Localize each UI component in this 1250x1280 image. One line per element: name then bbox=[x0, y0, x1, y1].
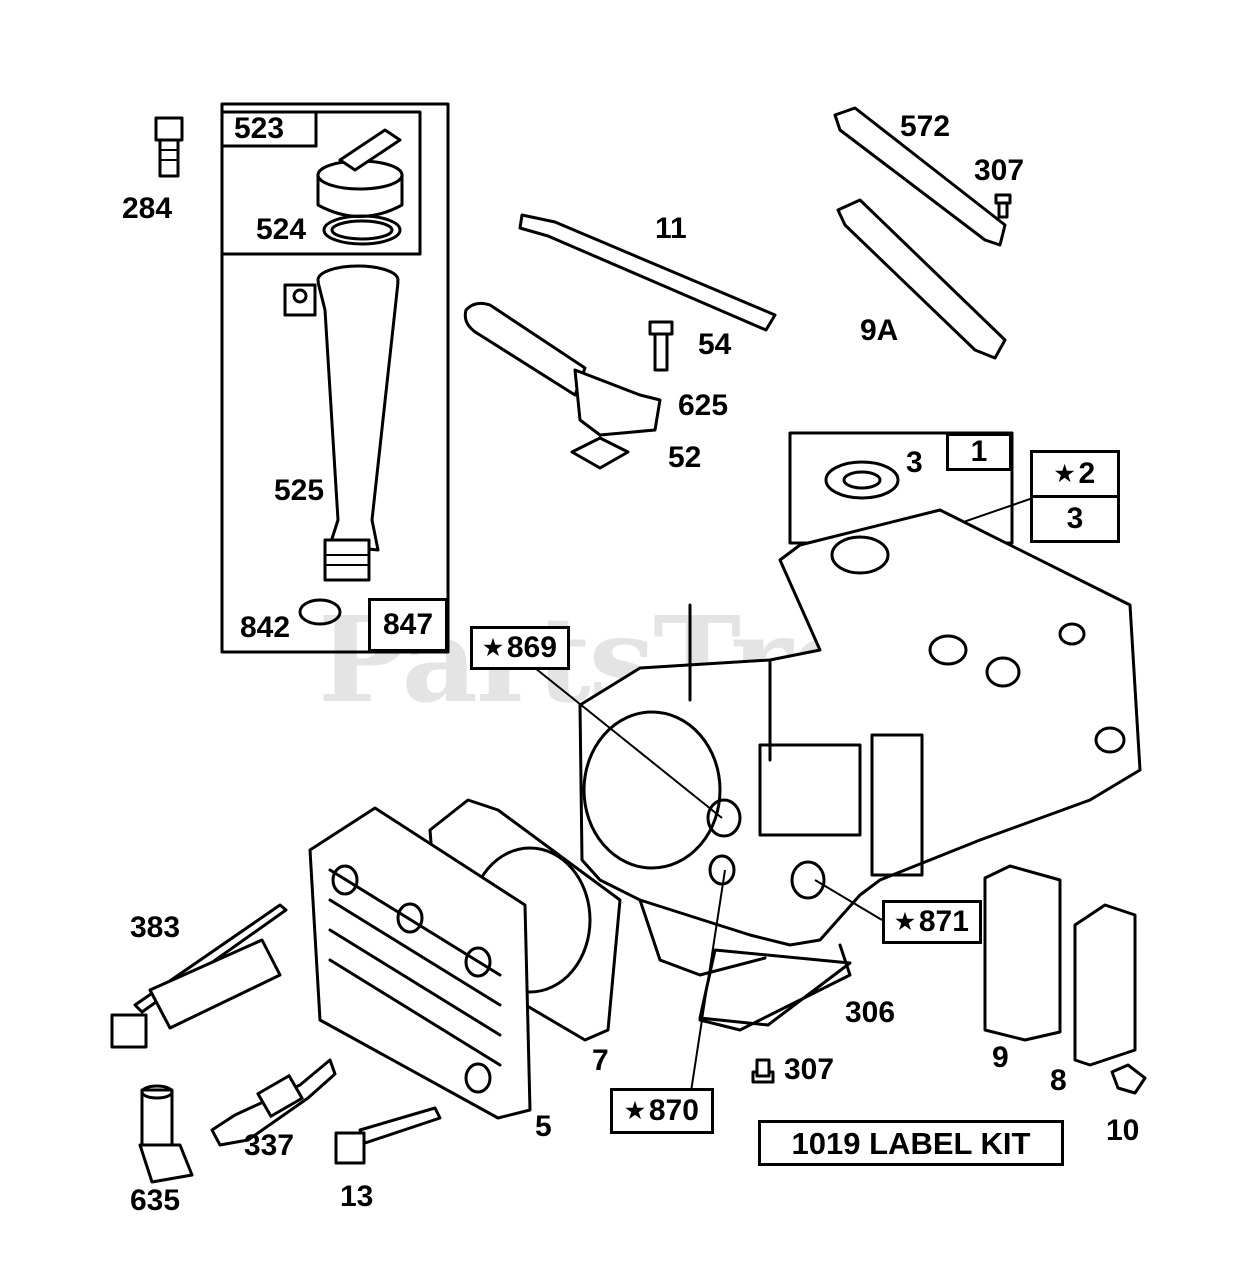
part-box-870-number: 870 bbox=[648, 1094, 699, 1127]
gasket-9a-drawing bbox=[836, 198, 1007, 360]
part-label-11: 11 bbox=[655, 212, 687, 245]
bolt-284-drawing bbox=[154, 116, 184, 178]
o-ring-842-drawing bbox=[298, 598, 342, 626]
seal-3-drawing bbox=[824, 460, 900, 500]
breather-tube-11-drawing bbox=[518, 213, 777, 332]
part-label-525: 525 bbox=[274, 474, 325, 507]
part-label-307-top: 307 bbox=[974, 154, 1025, 187]
part-label-307-bottom: 307 bbox=[784, 1053, 835, 1086]
part-label-10: 10 bbox=[1106, 1114, 1140, 1147]
part-label-306: 306 bbox=[845, 996, 896, 1029]
part-label-383: 383 bbox=[130, 911, 181, 944]
part-label-9a: 9A bbox=[860, 314, 899, 347]
part-label-3-seal: 3 bbox=[906, 446, 923, 479]
part-label-7: 7 bbox=[592, 1044, 609, 1077]
part-label-842: 842 bbox=[240, 611, 291, 644]
gasket-9-drawing bbox=[983, 864, 1062, 1042]
part-label-54: 54 bbox=[698, 328, 732, 361]
part-box-1: 1 bbox=[946, 433, 1012, 471]
part-box-2: ★2 bbox=[1030, 450, 1120, 498]
cover-8-drawing bbox=[1073, 903, 1137, 1067]
part-label-8: 8 bbox=[1050, 1064, 1067, 1097]
screw-54-drawing bbox=[648, 320, 674, 372]
part-box-3: 3 bbox=[1030, 495, 1120, 543]
cylinder-head-5-drawing bbox=[308, 806, 532, 1120]
star-icon: ★ bbox=[483, 635, 503, 660]
part-label-5: 5 bbox=[535, 1110, 552, 1143]
plug-10-drawing bbox=[1110, 1063, 1147, 1095]
star-icon: ★ bbox=[625, 1098, 645, 1123]
dipstick-kit-frame bbox=[220, 102, 450, 654]
part-box-870: ★870 bbox=[610, 1088, 714, 1134]
star-icon: ★ bbox=[895, 909, 915, 934]
label-kit-box: 1019 LABEL KIT bbox=[758, 1120, 1064, 1166]
spark-plug-337-drawing bbox=[210, 1058, 337, 1147]
screw-307a-drawing bbox=[994, 193, 1012, 219]
part-label-625: 625 bbox=[678, 389, 729, 422]
part-label-523: 523 bbox=[234, 112, 285, 145]
part-label-9: 9 bbox=[992, 1041, 1009, 1074]
cylinder-block-drawing bbox=[578, 508, 1142, 1032]
part-label-52: 52 bbox=[668, 441, 702, 474]
governor-shaft-383-drawing bbox=[110, 903, 288, 1049]
screw-307b-drawing bbox=[751, 1058, 775, 1084]
cap-kit-frame bbox=[220, 110, 422, 256]
part-label-524: 524 bbox=[256, 213, 307, 246]
oil-cap-523-drawing bbox=[316, 128, 404, 218]
bolt-13-drawing bbox=[334, 1106, 442, 1165]
gasket-52-drawing bbox=[570, 436, 630, 470]
part-box-869: ★869 bbox=[470, 626, 570, 670]
o-ring-524-drawing bbox=[322, 214, 402, 246]
part-box-869-number: 869 bbox=[506, 631, 557, 664]
cover-572-drawing bbox=[833, 106, 1007, 247]
star-icon: ★ bbox=[1054, 461, 1075, 486]
dipstick-tube-525-drawing bbox=[283, 264, 400, 582]
part-box-847: 847 bbox=[368, 598, 448, 652]
part-box-871-number: 871 bbox=[918, 905, 969, 938]
fitting-635-drawing bbox=[138, 1084, 194, 1184]
gasket-306-drawing bbox=[698, 948, 852, 1027]
part-label-337: 337 bbox=[244, 1129, 295, 1162]
part-label-635: 635 bbox=[130, 1184, 181, 1217]
breather-625-drawing bbox=[463, 301, 662, 437]
part-label-572: 572 bbox=[900, 110, 951, 143]
part-label-284: 284 bbox=[122, 192, 173, 225]
part-box-2-number: 2 bbox=[1078, 457, 1096, 490]
part-box-871: ★871 bbox=[882, 900, 982, 944]
part-label-13: 13 bbox=[340, 1180, 374, 1213]
